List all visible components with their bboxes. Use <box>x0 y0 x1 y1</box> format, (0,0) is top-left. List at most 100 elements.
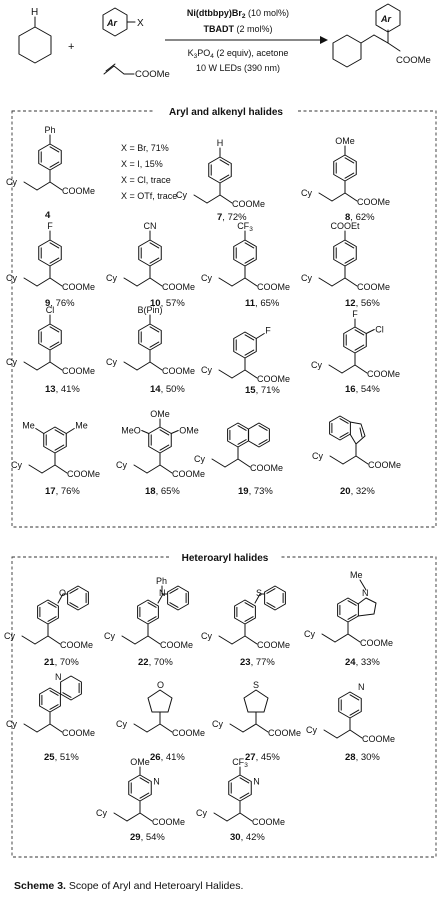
coome-label: COOMe <box>172 469 205 479</box>
cy-label: Cy <box>96 808 107 818</box>
nitrogen-label: N <box>55 672 62 682</box>
nitrogen-label: N <box>153 777 160 787</box>
cy-label: Cy <box>106 273 117 283</box>
coome-label: COOMe <box>67 469 100 479</box>
x-condition-1: X = Br, 71% <box>121 143 169 153</box>
compound-label: 28, 30% <box>345 752 380 763</box>
ar-label: Ar <box>106 18 117 28</box>
coome-label: COOMe <box>368 460 401 470</box>
cy-label: Cy <box>6 357 17 367</box>
photocatalyst-text: TBADT (2 mol%) <box>203 24 272 34</box>
cy-label: Cy <box>194 454 205 464</box>
cy-label: Cy <box>116 460 127 470</box>
aryl-section-title: Aryl and alkenyl halides <box>169 107 283 118</box>
light-text: 10 W LEDs (390 nm) <box>196 63 280 73</box>
nitrogen-label: N <box>253 777 260 787</box>
methyl-label: Me <box>350 570 363 580</box>
compound-label: 4 <box>45 210 51 221</box>
cy-label: Cy <box>11 460 22 470</box>
coome-label: COOMe <box>160 640 193 650</box>
coome-label: COOMe <box>62 728 95 738</box>
compound-label: 13, 41% <box>45 384 80 395</box>
aryl-halide-reactant: Ar X <box>102 7 144 37</box>
compound-label: 19, 73% <box>238 486 273 497</box>
coome-label: COOMe <box>367 369 400 379</box>
coome-label: COOMe <box>232 199 265 209</box>
hetero-section-title: Heteroaryl halides <box>182 553 269 564</box>
sulfur-label: S <box>253 680 259 690</box>
methoxy-label: OMe <box>150 409 170 419</box>
compound-label: 16, 54% <box>345 384 380 395</box>
cy-label: Cy <box>312 451 323 461</box>
fluoro-label: F <box>352 309 358 319</box>
substituent-label: COOEt <box>330 221 360 231</box>
product-coome-label: COOMe <box>396 55 431 66</box>
compound-label: 17, 76% <box>45 486 80 497</box>
cy-label: Cy <box>201 631 212 641</box>
compound-label: 21, 70% <box>44 657 79 668</box>
compound-label: 8, 62% <box>345 212 375 223</box>
compound-label: 15, 71% <box>245 385 280 396</box>
substituent-label: Cl <box>46 305 55 315</box>
cy-label: Cy <box>106 357 117 367</box>
cy-label: Cy <box>201 273 212 283</box>
substituent-label: CN <box>144 221 157 231</box>
reaction-conditions: Ni(dtbbpy)Br2 (10 mol%) TBADT (2 mol%) K… <box>165 8 328 73</box>
coome-label: COOMe <box>257 640 290 650</box>
compound-label: 18, 65% <box>145 486 180 497</box>
coome-label: COOMe <box>62 366 95 376</box>
cy-label: Cy <box>6 719 17 729</box>
x-condition-3: X = Cl, trace <box>121 175 171 185</box>
compound-label: 20, 32% <box>340 486 375 497</box>
cy-label: Cy <box>306 725 317 735</box>
methyl-acrylate-reactant: COOMe <box>103 63 170 80</box>
compound-label: 9, 76% <box>45 298 75 309</box>
catalyst-text: Ni(dtbbpy)Br2 (10 mol%) <box>187 8 289 20</box>
scheme-caption: Scheme 3. Scope of Aryl and Heteroaryl H… <box>14 880 243 892</box>
phenyl-label: Ph <box>156 576 167 586</box>
coome-label: COOMe <box>62 282 95 292</box>
coome-label: COOMe <box>357 282 390 292</box>
methyl-label: Me <box>22 421 35 431</box>
compound-label: 12, 56% <box>345 298 380 309</box>
methoxy-label: OMe <box>130 757 150 767</box>
coome-label: COOMe <box>162 282 195 292</box>
product-ar-label: Ar <box>380 14 391 24</box>
substituent-label: CF3 <box>237 221 253 233</box>
compound-label: 22, 70% <box>138 657 173 668</box>
coome-label: COOMe <box>362 734 395 744</box>
substituent-label: H <box>217 138 224 148</box>
coome-label: COOMe <box>172 728 205 738</box>
compound-label: 25, 51% <box>44 752 79 763</box>
product-structure: Ar COOMe <box>332 3 431 68</box>
coome-label: COOMe <box>250 463 283 473</box>
coome-label: COOMe <box>360 638 393 648</box>
methoxy-label: MeO <box>121 426 141 436</box>
reaction-header: H + Ar X COOMe Ni(dtbbpy)Br2 (10 mol%) T… <box>18 3 431 80</box>
coome-label: COOMe <box>357 197 390 207</box>
compound-label: 14, 50% <box>150 384 185 395</box>
cy-label: Cy <box>104 631 115 641</box>
cy-label: Cy <box>6 177 17 187</box>
heteroatom-label: S <box>256 588 262 598</box>
cy-label: Cy <box>301 188 312 198</box>
